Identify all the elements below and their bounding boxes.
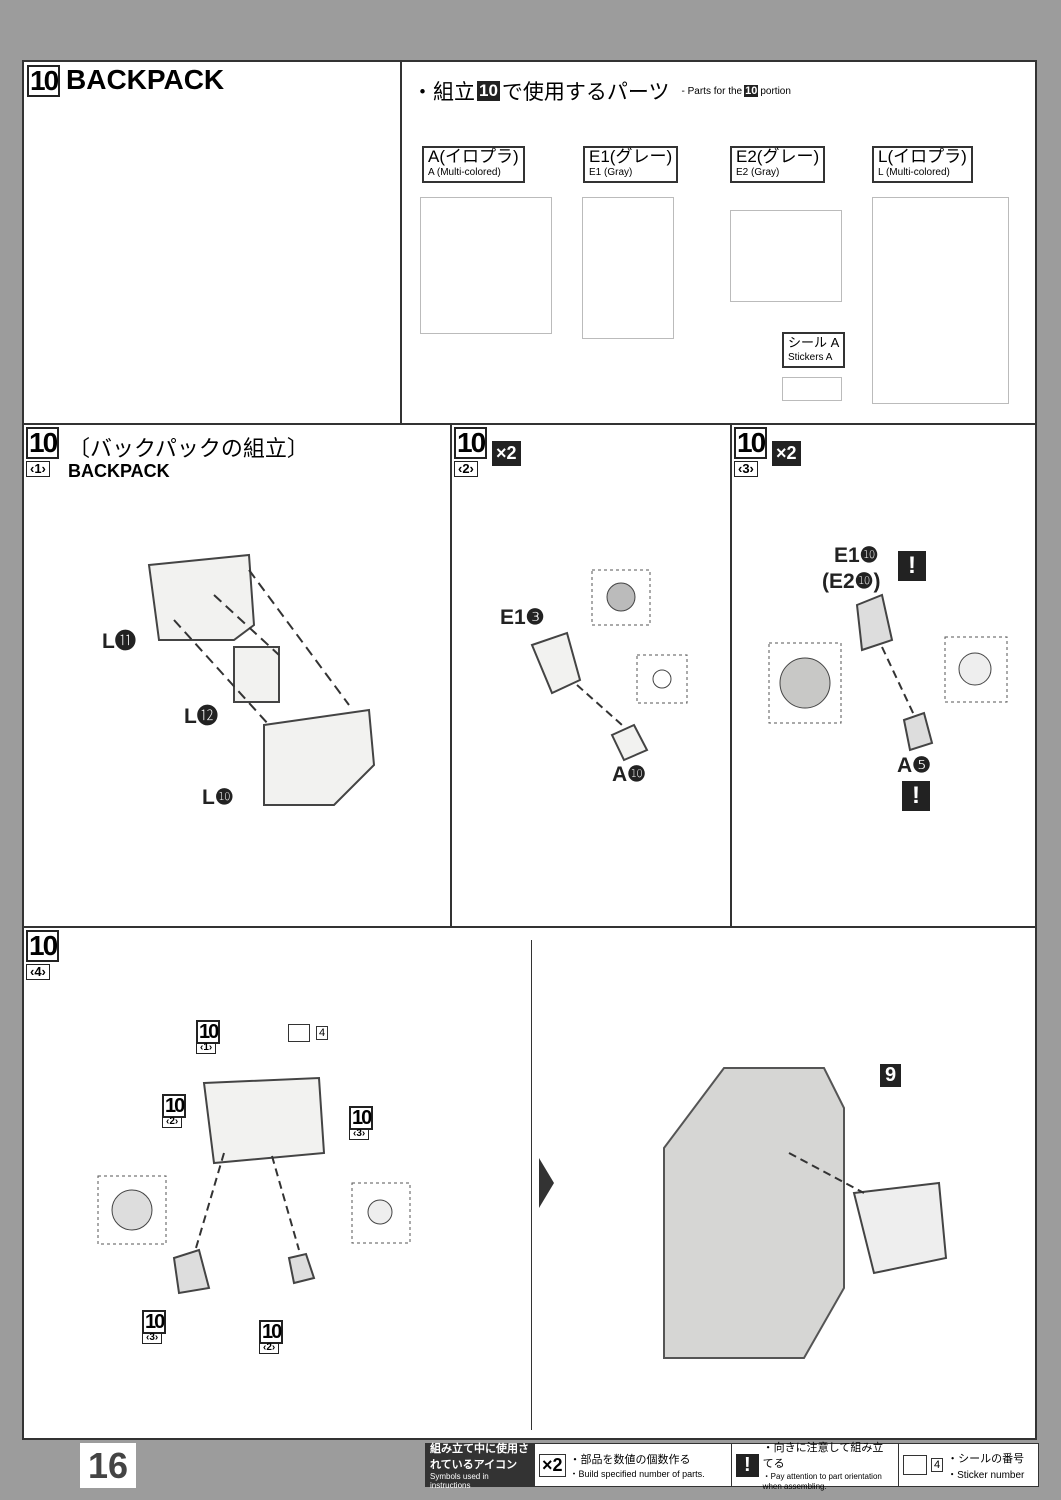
sticker-number-icon: 4: [931, 1458, 944, 1472]
multiplier-badge: ×2: [492, 441, 521, 466]
ref-step-number: 10: [259, 1320, 284, 1344]
legend-item-sticker: 4 ・シールの番号・Sticker number: [899, 1444, 1028, 1486]
thruster-assembly-illustration: [768, 593, 1008, 752]
ref-substep: ‹2›: [162, 1116, 183, 1128]
runner-label-e2: E2(グレー)E2 (Gray): [730, 146, 826, 183]
step-10-4-panel: 10 ‹4› 10 ‹1› 4 10 ‹2› 10 ‹3› 10 ‹3› 10 …: [22, 926, 1037, 1440]
step-title-jp: 〔バックパックの組立〕: [68, 436, 309, 461]
runner-l-image: [872, 197, 1009, 404]
step-number: 10: [27, 65, 61, 97]
divider: [531, 940, 532, 1430]
runner-label-e1: E1(グレー)E1 (Gray): [583, 146, 679, 183]
backpack-assembly-illustration: [147, 553, 376, 806]
ref-substep: ‹2›: [259, 1342, 280, 1354]
step-number: 10: [454, 427, 488, 459]
ref-substep: ‹1›: [196, 1042, 217, 1054]
step-badge: 10: [477, 81, 500, 101]
orientation-warning-icon: !: [902, 781, 930, 811]
title-en-post: portion: [760, 85, 791, 97]
parts-used-panel: ・組立 10 で使用するパーツ - Parts for the 10 porti…: [400, 60, 1037, 425]
ref-substep: ‹3›: [349, 1128, 370, 1140]
step-number: 10: [26, 427, 60, 459]
part-label: E1❸: [500, 606, 545, 629]
title-jp: ・組立: [412, 81, 475, 104]
title-en: - Parts for the: [681, 85, 743, 97]
legend-item-multiplier: ×2 ・部品を数値の個数作る・Build specified number of…: [535, 1444, 732, 1486]
runner-a-image: [420, 197, 552, 334]
page-number: 16: [80, 1443, 136, 1488]
ref-step-number: 10: [196, 1020, 221, 1044]
backpack-final-assembly-illustration: [97, 1067, 948, 1359]
ref-step-9-badge: 9: [880, 1064, 902, 1087]
sticker-number: 4: [316, 1026, 329, 1040]
part-label: A❿: [612, 763, 646, 786]
part-label: L❿: [202, 786, 234, 809]
runner-e1-image: [582, 197, 674, 339]
ref-step-number: 10: [162, 1094, 187, 1118]
icon-legend: 組み立て中に使用されているアイコン Symbols used in instru…: [425, 1442, 1039, 1491]
runner-e2-image: [730, 210, 842, 302]
ref-step-number: 10: [349, 1106, 374, 1130]
sticker-icon: [903, 1455, 927, 1475]
warning-icon: !: [736, 1453, 759, 1477]
step-number: 10: [26, 930, 60, 962]
parts-used-title: ・組立 10 で使用するパーツ - Parts for the 10 porti…: [412, 76, 791, 106]
substep-number: ‹2›: [454, 461, 478, 477]
runner-label-l: L(イロプラ)L (Multi-colored): [872, 146, 973, 183]
multiplier-icon: ×2: [539, 1453, 566, 1477]
runner-label-a: A(イロプラ)A (Multi-colored): [422, 146, 525, 183]
legend-title: 組み立て中に使用されているアイコン Symbols used in instru…: [426, 1443, 535, 1490]
step-10-2-panel: 10 ‹2› ×2 E1❸ A❿: [450, 423, 732, 928]
legend-item-orientation: ! ・向きに注意して組み立てる・Pay attention to part or…: [732, 1442, 899, 1491]
part-label: A❺: [897, 754, 931, 777]
step-number: 10: [734, 427, 768, 459]
part-label: L⓫: [102, 630, 136, 653]
title-jp-post: で使用するパーツ: [501, 81, 670, 104]
ref-substep: ‹3›: [142, 1332, 163, 1344]
part-label: L⓬: [184, 705, 218, 728]
backpack-overview-panel: 10 BACKPACK: [22, 60, 402, 425]
orientation-warning-icon: !: [898, 551, 926, 581]
sticker-icon: [288, 1024, 310, 1042]
part-label: E1❿: [834, 544, 879, 567]
thruster-assembly-illustration: [530, 569, 688, 762]
ref-step-number: 10: [142, 1310, 167, 1334]
step-10-3-panel: 10 ‹3› ×2 E1❿ (E2❿) ! A❺ !: [730, 423, 1037, 928]
step-badge-small: 10: [744, 85, 759, 97]
substep-number: ‹4›: [26, 964, 50, 980]
multiplier-badge: ×2: [772, 441, 801, 466]
sticker-sheet-image: [782, 377, 842, 401]
step-title: BACKPACK: [66, 64, 225, 95]
step-10-1-panel: 10 ‹1› 〔バックパックの組立〕 BACKPACK L⓫ L⓬ L❿: [22, 423, 452, 928]
substep-number: ‹1›: [26, 461, 50, 477]
part-label: (E2❿): [822, 570, 881, 593]
substep-number: ‹3›: [734, 461, 758, 477]
step-title-en: BACKPACK: [68, 461, 170, 481]
